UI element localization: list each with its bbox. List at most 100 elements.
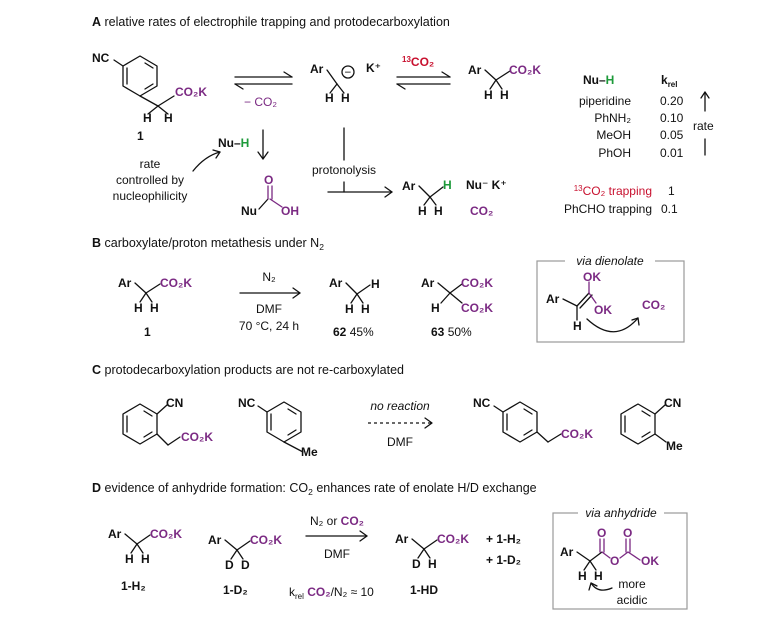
reagent-n2: N₂: [262, 270, 276, 284]
minus-co2-label: − CO₂: [244, 95, 277, 109]
svg-text:H: H: [578, 569, 587, 583]
svg-text:Ar: Ar: [546, 292, 560, 306]
svg-text:OK: OK: [641, 554, 659, 568]
svg-text:D: D: [412, 557, 421, 571]
svg-text:CO₂K: CO₂K: [437, 532, 469, 546]
svg-text:H: H: [361, 302, 370, 316]
svg-text:H: H: [500, 88, 509, 102]
anion-charge-circle: [341, 65, 355, 79]
svg-text:H: H: [341, 91, 350, 105]
reagent-n2-or-co2: N₂ or CO₂: [310, 514, 364, 528]
svg-text:H: H: [150, 301, 159, 315]
svg-text:OK: OK: [594, 303, 612, 317]
iso-co2-reagent: 13CO₂: [402, 55, 434, 69]
label-1-d2: 1-D₂: [223, 583, 248, 597]
svg-text:CO₂K: CO₂K: [181, 430, 213, 444]
svg-text:H: H: [325, 91, 334, 105]
ortho-cyano-phenylacetate-structure: CN CO₂K: [122, 396, 213, 446]
rate-row-k: 0.20: [660, 94, 684, 108]
rate-note-line: controlled by: [116, 173, 184, 187]
rate-row-k: 0.01: [660, 146, 684, 160]
protonolysis-label: protonolysis: [312, 163, 376, 177]
more-acidic-label: more: [618, 577, 646, 591]
rate-table-header-krel: krel: [661, 73, 677, 89]
more-acidic-label: acidic: [617, 593, 648, 607]
curved-arrow-dienolate: [586, 317, 639, 333]
nucleophile-nu-h: Nu–H: [218, 136, 249, 150]
svg-text:CO₂K: CO₂K: [150, 527, 182, 541]
svg-text:H: H: [134, 301, 143, 315]
compound-1-structure: NC H H CO₂K 1: [92, 51, 207, 143]
product-63-structure: Ar CO₂K H CO₂K 63 50%: [421, 276, 493, 339]
section-c: C protodecarboxylation products are not …: [92, 363, 683, 459]
product-63-yield: 63 50%: [431, 325, 472, 339]
svg-text:CN: CN: [664, 396, 681, 410]
svg-text:H: H: [428, 557, 437, 571]
para-cyano-phenylacetate-structure: NC CO₂K: [473, 396, 593, 443]
svg-text:H: H: [164, 111, 173, 125]
svg-text:H: H: [143, 111, 152, 125]
svg-text:Ar: Ar: [310, 62, 324, 76]
section-a: A relative rates of electrophile trappin…: [92, 15, 714, 218]
compound-1-d2-structure: Ar D D CO₂K 1-D₂: [208, 533, 282, 597]
compound-label-1: 1: [144, 325, 151, 339]
rate-note-line: nucleophilicity: [113, 189, 188, 203]
svg-text:Ar: Ar: [208, 533, 222, 547]
svg-text:Ar: Ar: [560, 545, 574, 559]
svg-text:Ar: Ar: [329, 276, 343, 290]
svg-text:NC: NC: [92, 51, 110, 65]
reaction-conditions: 70 °C, 24 h: [239, 319, 299, 333]
compound-1-hd-structure: Ar D H CO₂K 1-HD: [395, 532, 469, 597]
krel-ratio: krel CO₂/N₂ ≈ 10: [289, 585, 374, 601]
svg-text:O: O: [597, 526, 606, 540]
svg-text:O: O: [623, 526, 632, 540]
rate-row-k: 0.05: [660, 128, 684, 142]
svg-text:H: H: [125, 552, 134, 566]
svg-text:CO₂K: CO₂K: [461, 276, 493, 290]
plus-1-h2: + 1-H₂: [486, 532, 521, 546]
benzylic-anion-structure: Ar H H − K⁺: [310, 61, 381, 105]
svg-text:H: H: [573, 319, 582, 333]
solvent-dmf: DMF: [324, 547, 350, 561]
iso-co2-trapping-value: 1: [668, 184, 675, 198]
relative-rate-table: Nu–H krel piperidine 0.20 PhNH₂ 0.10 MeO…: [564, 73, 714, 216]
toluene-product-structure: Ar H H H: [402, 178, 452, 218]
svg-text:H: H: [443, 178, 452, 192]
equilibrium-arrow-carboxylation: [396, 71, 451, 90]
solvent-dmf: DMF: [387, 435, 413, 449]
section-c-heading: C protodecarboxylation products are not …: [92, 363, 404, 377]
ortho-tolunitrile-structure: CN Me: [620, 396, 683, 453]
solvent-dmf: DMF: [256, 302, 282, 316]
svg-text:Ar: Ar: [468, 63, 482, 77]
label-1-hd: 1-HD: [410, 583, 438, 597]
svg-text:CO₂K: CO₂K: [175, 85, 207, 99]
section-b: B carboxylate/proton metathesis under N2…: [92, 236, 685, 343]
product-62-yield: 62 45%: [333, 325, 374, 339]
label-1-h2: 1-H₂: [121, 579, 146, 593]
curved-arrow-acidic: [590, 582, 613, 591]
released-co2: CO₂: [470, 204, 493, 218]
section-b-heading: B carboxylate/proton metathesis under N2: [92, 236, 324, 252]
svg-text:Ar: Ar: [421, 276, 435, 290]
svg-text:−: −: [345, 67, 352, 79]
svg-text:Ar: Ar: [118, 276, 132, 290]
svg-text:D: D: [241, 558, 250, 572]
rate-table-header-nu: Nu–H: [583, 73, 614, 87]
rate-note-line: rate: [140, 157, 161, 171]
svg-text:OH: OH: [281, 204, 299, 218]
section-a-heading: A relative rates of electrophile trappin…: [92, 15, 450, 29]
svg-text:Ar: Ar: [402, 179, 416, 193]
section-d: D evidence of anhydride formation: CO2 e…: [92, 481, 688, 610]
svg-text:Nu: Nu: [241, 204, 257, 218]
carbamic-acid-structure: Nu O OH: [241, 173, 299, 218]
phcho-trapping-value: 0.1: [661, 202, 678, 216]
svg-text:H: H: [418, 204, 427, 218]
svg-text:O: O: [610, 554, 619, 568]
svg-text:H: H: [434, 204, 443, 218]
svg-text:CO₂K: CO₂K: [250, 533, 282, 547]
svg-text:H: H: [484, 88, 493, 102]
svg-text:CN: CN: [166, 396, 183, 410]
rate-row-nu: MeOH: [596, 128, 631, 142]
svg-text:NC: NC: [238, 396, 256, 410]
